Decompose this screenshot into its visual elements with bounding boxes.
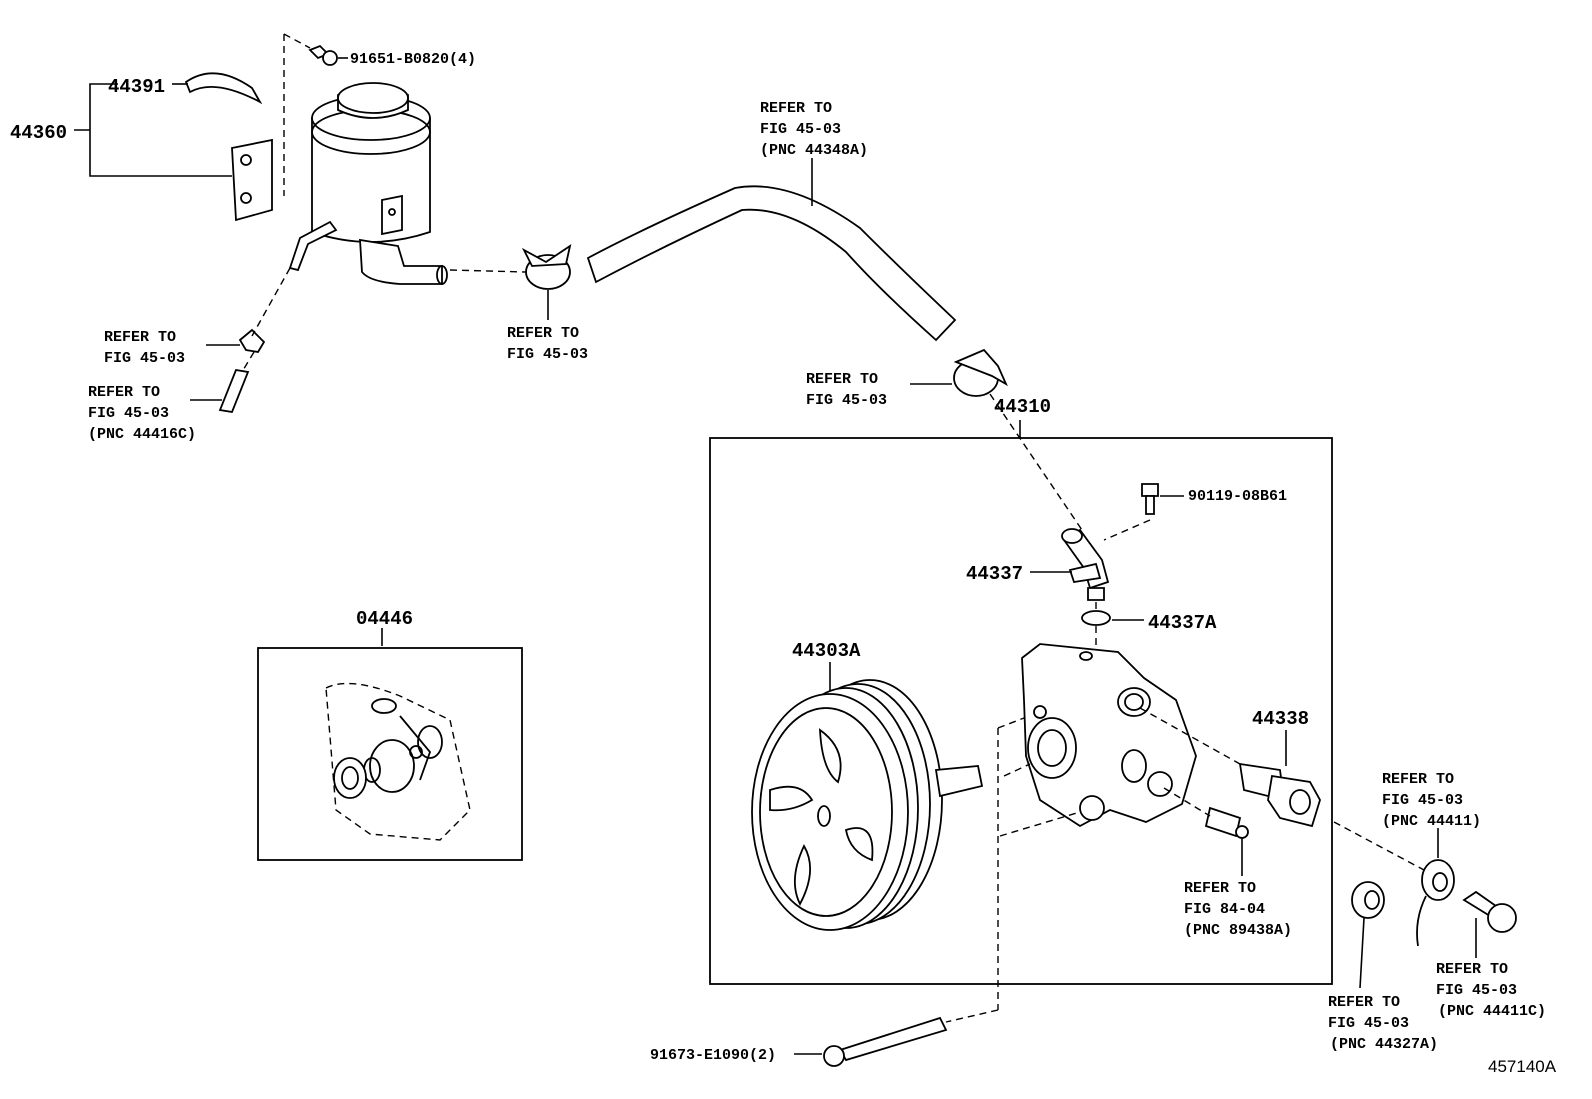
part-label-44337: 44337 [966, 563, 1023, 585]
svg-text:REFER TO: REFER TO [1184, 880, 1256, 897]
oring-44337a-icon [1081, 610, 1111, 626]
kit-04446-parts-icon [325, 682, 471, 841]
part-label-44310: 44310 [994, 396, 1051, 418]
pump-body-icon [1021, 643, 1197, 828]
left-clamp-icon [238, 328, 266, 353]
figure-id: 457140A [1488, 1057, 1557, 1076]
svg-text:FIG 45-03: FIG 45-03 [806, 392, 887, 409]
ref-hose-upper: REFER TO FIG 45-03 (PNC 44348A) [760, 100, 868, 159]
middle-clamp-icon [521, 244, 572, 290]
svg-text:FIG 45-03: FIG 45-03 [1436, 982, 1517, 999]
ref-clamp-right: REFER TO FIG 45-03 [806, 371, 887, 409]
part-label-44303a: 44303A [792, 640, 861, 662]
svg-text:FIG 45-03: FIG 45-03 [1382, 792, 1463, 809]
svg-text:FIG 45-03: FIG 45-03 [760, 121, 841, 138]
svg-text:REFER TO: REFER TO [760, 100, 832, 117]
svg-text:REFER TO: REFER TO [1382, 771, 1454, 788]
svg-text:FIG 45-03: FIG 45-03 [507, 346, 588, 363]
ref-gasket-44327a: REFER TO FIG 45-03 (PNC 44327A) [1328, 994, 1438, 1053]
pulley-44303a-icon [751, 679, 984, 931]
svg-text:REFER TO: REFER TO [88, 384, 160, 401]
svg-text:REFER TO: REFER TO [1328, 994, 1400, 1011]
svg-text:(PNC 44411): (PNC 44411) [1382, 813, 1481, 830]
right-clamp-icon [953, 348, 1008, 397]
union-44337-icon [1061, 528, 1110, 601]
bolt-91651-icon [308, 44, 338, 66]
sensor-icon [1204, 806, 1249, 839]
svg-text:FIG 45-03: FIG 45-03 [1328, 1015, 1409, 1032]
svg-text:(PNC 89438A): (PNC 89438A) [1184, 922, 1292, 939]
bolt-90119-icon [1141, 483, 1159, 515]
svg-text:(PNC 44327A): (PNC 44327A) [1330, 1036, 1438, 1053]
ref-sensor: REFER TO FIG 84-04 (PNC 89438A) [1184, 880, 1292, 939]
pump-assembly-44310-box [709, 437, 1333, 985]
part-label-44391: 44391 [108, 76, 165, 98]
svg-text:REFER TO: REFER TO [806, 371, 878, 388]
bolt-91673-icon [823, 1016, 948, 1067]
svg-text:REFER TO: REFER TO [104, 329, 176, 346]
svg-text:(PNC 44348A): (PNC 44348A) [760, 142, 868, 159]
svg-text:REFER TO: REFER TO [507, 325, 579, 342]
ref-clamp-mid: REFER TO FIG 45-03 [507, 325, 588, 363]
ref-union-44411: REFER TO FIG 45-03 (PNC 44411) [1382, 771, 1481, 830]
svg-text:(PNC 44416C): (PNC 44416C) [88, 426, 196, 443]
svg-text:FIG 45-03: FIG 45-03 [88, 405, 169, 422]
union-bolt-44411-icon [1416, 859, 1455, 947]
svg-text:(PNC 44411C): (PNC 44411C) [1438, 1003, 1546, 1020]
left-hose-icon [218, 368, 250, 414]
part-label-91673: 91673-E1090(2) [650, 1047, 776, 1064]
part-label-90119: 90119-08B61 [1188, 488, 1287, 505]
part-label-44338: 44338 [1252, 708, 1309, 730]
ref-hose-left: REFER TO FIG 45-03 (PNC 44416C) [88, 384, 196, 443]
part-label-44337a: 44337A [1148, 612, 1217, 634]
svg-text:REFER TO: REFER TO [1436, 961, 1508, 978]
part-label-44360: 44360 [10, 122, 67, 144]
valve-44338-icon [1238, 762, 1321, 828]
svg-text:FIG 84-04: FIG 84-04 [1184, 901, 1265, 918]
ref-clamp-left: REFER TO FIG 45-03 [104, 329, 185, 367]
ref-bolt-44411c: REFER TO FIG 45-03 (PNC 44411C) [1436, 961, 1546, 1020]
gasket-44327a-icon [1351, 881, 1385, 919]
union-bolt-44411c-icon [1462, 890, 1517, 933]
reservoir-assembly-drawing [184, 72, 448, 285]
upper-hose-icon [586, 185, 957, 342]
svg-text:FIG 45-03: FIG 45-03 [104, 350, 185, 367]
part-label-04446: 04446 [356, 608, 413, 630]
part-label-91651: 91651-B0820(4) [350, 51, 476, 68]
kit-04446-box [257, 647, 523, 861]
